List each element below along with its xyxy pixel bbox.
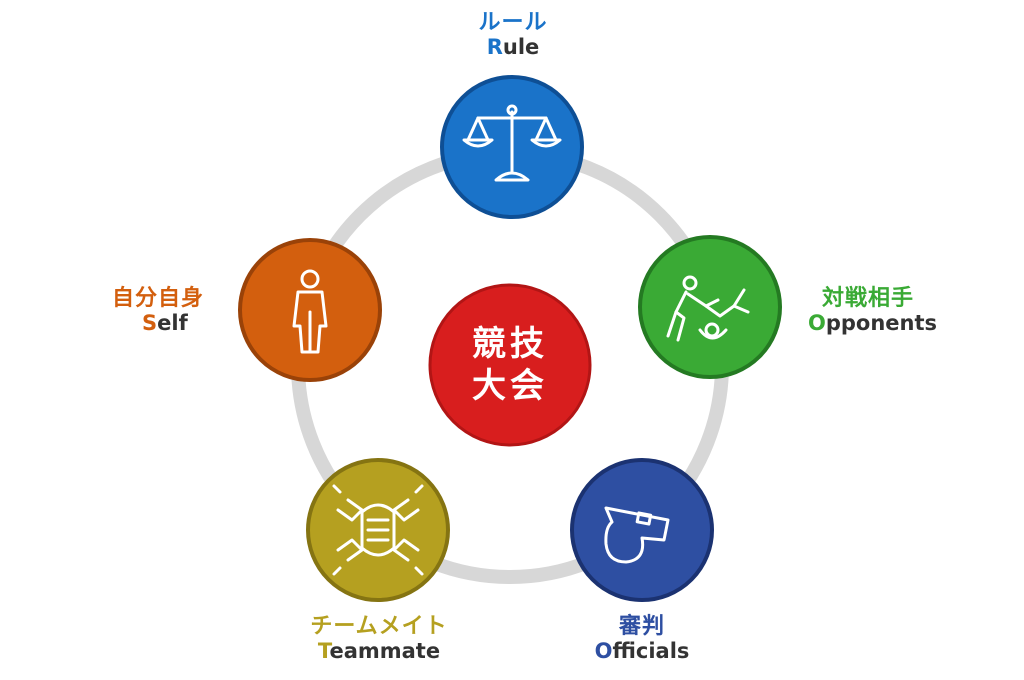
center-title: 競技 大会 <box>425 285 595 445</box>
officials-label: 審判 Officials <box>592 614 692 663</box>
opponents-node <box>638 235 782 379</box>
self-label: 自分自身 Self <box>112 286 222 335</box>
self-label-en-initial: S <box>142 311 158 336</box>
opponents-label-ja: 対戦相手 <box>821 286 914 311</box>
opponents-label-en: Opponents <box>808 311 937 336</box>
whistle-icon <box>604 506 670 564</box>
self-node <box>238 238 382 382</box>
wrestling-icon <box>666 275 750 342</box>
officials-label-en-initial: O <box>594 639 613 664</box>
teammate-label-ja: チームメイト <box>310 614 448 639</box>
self-label-en: Self <box>112 311 222 335</box>
opponents-label: 対戦相手 Opponents <box>808 286 937 336</box>
person-icon <box>292 269 328 354</box>
center-title-line1: 競技 <box>472 323 548 364</box>
rule-label-en-initial: R <box>486 35 503 60</box>
officials-node <box>570 458 714 602</box>
center-title-line2: 大会 <box>472 366 548 406</box>
team-hands-icon <box>332 484 424 576</box>
teammate-label-en-rest: eammate <box>329 639 441 664</box>
officials-label-en-rest: fficials <box>612 639 690 664</box>
teammate-node <box>306 458 450 602</box>
teammate-label-en: Teammate <box>296 639 462 663</box>
self-label-ja: 自分自身 <box>112 286 205 311</box>
rule-label-en-rest: ule <box>502 35 540 60</box>
teammate-label: チームメイト Teammate <box>296 614 462 663</box>
officials-label-en: Officials <box>592 639 692 663</box>
rule-label: ルール Rule <box>478 10 548 59</box>
self-label-en-rest: elf <box>157 311 188 336</box>
rule-label-en: Rule <box>478 35 548 59</box>
rule-label-ja: ルール <box>478 10 548 35</box>
teammate-label-en-initial: T <box>317 639 330 664</box>
officials-label-ja: 審判 <box>618 614 665 639</box>
center-circle <box>428 283 592 447</box>
scales-icon <box>462 104 562 182</box>
rule-node <box>440 75 584 219</box>
opponents-label-en-rest: pponents <box>825 311 938 336</box>
opponents-label-en-initial: O <box>808 311 826 336</box>
